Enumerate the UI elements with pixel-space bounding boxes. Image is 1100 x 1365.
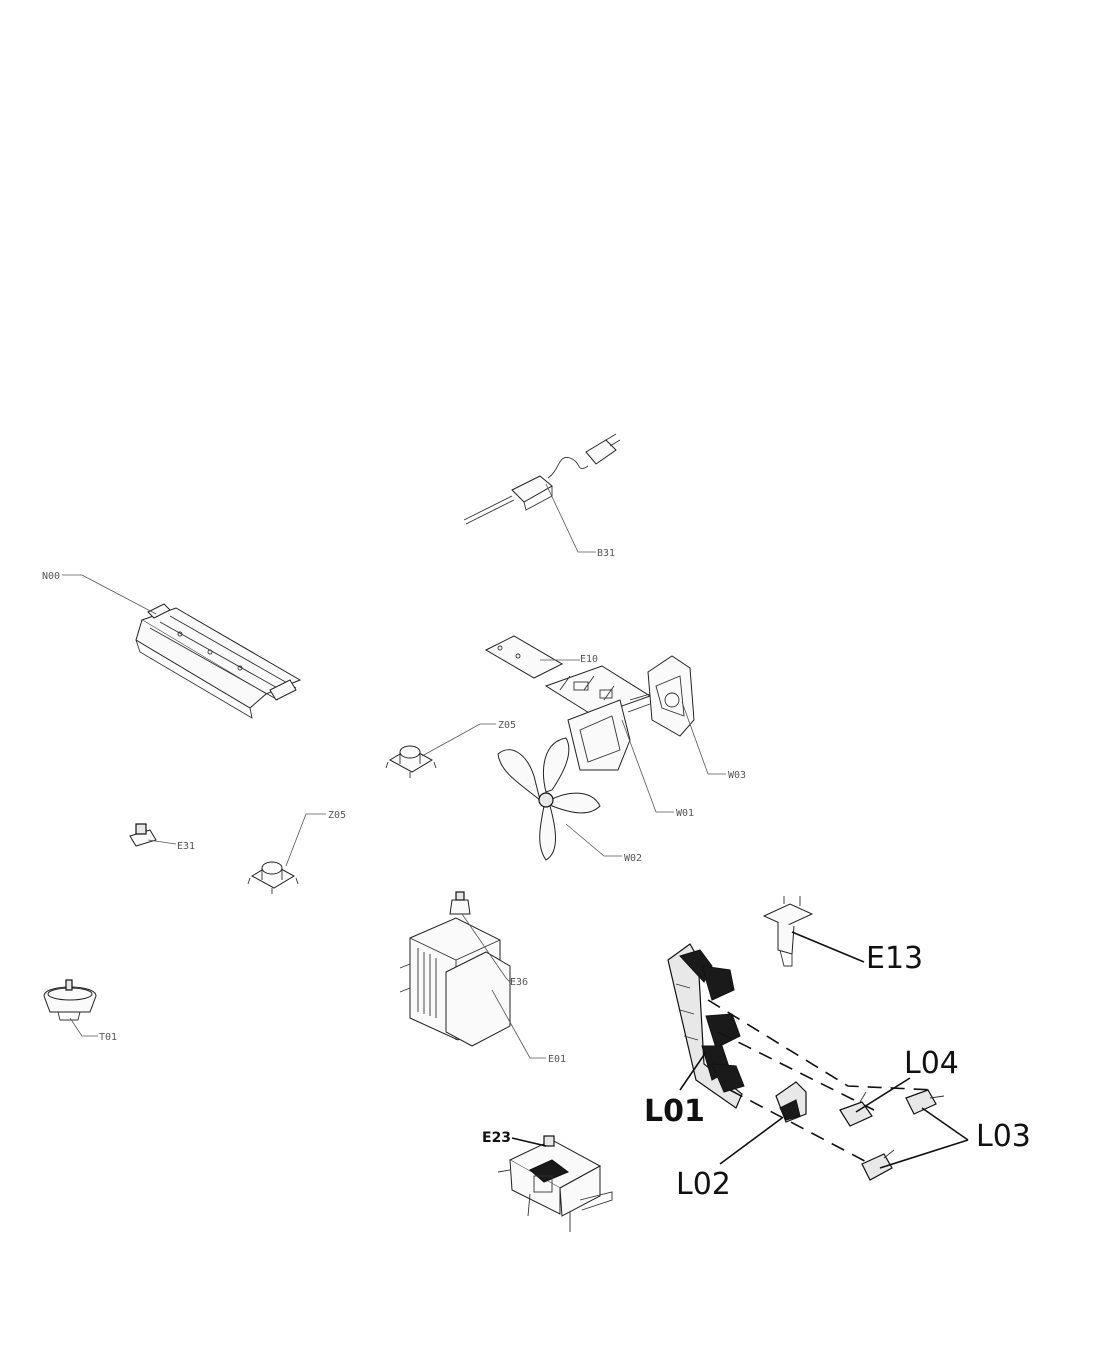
- holder-part-lower: [247, 861, 299, 894]
- fan-bracket-part: [544, 665, 652, 771]
- high-voltage-part: [497, 1135, 613, 1232]
- leader-b31: [545, 483, 596, 553]
- label-l01: L01: [644, 1094, 705, 1129]
- assembly-line-top: [707, 999, 935, 1091]
- leader-z05-lower: [285, 813, 326, 867]
- label-l02: L02: [676, 1167, 731, 1202]
- leader-e31: [147, 839, 177, 845]
- label-z05-upper: Z05: [498, 720, 516, 731]
- label-w02: W02: [624, 853, 642, 864]
- lamp-part: [762, 896, 814, 967]
- duct-cover-part: [627, 655, 695, 737]
- label-e13: E13: [866, 941, 923, 976]
- leader-e01: [491, 989, 546, 1059]
- leader-z05-upper: [421, 723, 496, 757]
- leader-n00: [62, 574, 157, 615]
- switch-l04-part: [839, 1091, 873, 1127]
- latch-board-part: [667, 943, 745, 1109]
- label-e23: E23: [482, 1130, 511, 1146]
- leader-l03-lower: [879, 1139, 969, 1169]
- power-cord-part: [463, 433, 621, 525]
- magnetron-part: [399, 917, 511, 1047]
- leader-w03: [681, 701, 726, 775]
- label-b31: B31: [597, 548, 615, 559]
- control-board-part: [484, 635, 564, 679]
- switch-l03-upper-part: [905, 1089, 945, 1115]
- leader-l02: [719, 1117, 783, 1165]
- assembly-line-bottom: [729, 1089, 879, 1169]
- leader-w01: [621, 719, 674, 813]
- label-n00: N00: [42, 571, 60, 582]
- leader-e36: [461, 913, 511, 983]
- assembly-line-mid: [717, 1031, 875, 1111]
- thermal-cutoff-part: [449, 891, 471, 915]
- label-w03: W03: [728, 770, 746, 781]
- fan-blade-part: [497, 737, 601, 861]
- turntable-motor-part: [43, 979, 97, 1021]
- label-l04: L04: [904, 1046, 959, 1081]
- label-e10: E10: [580, 654, 598, 665]
- thermostat-part: [129, 823, 157, 847]
- label-e36: E36: [510, 977, 528, 988]
- label-e01: E01: [548, 1054, 566, 1065]
- leader-e13: [791, 931, 865, 963]
- leader-e23: [511, 1137, 547, 1147]
- waveguide-part: [135, 603, 302, 719]
- switch-l03-lower-part: [861, 1149, 895, 1181]
- label-t01: T01: [99, 1032, 117, 1043]
- leader-t01: [69, 1017, 98, 1037]
- label-l03: L03: [976, 1119, 1031, 1154]
- label-z05-lower: Z05: [328, 810, 346, 821]
- leader-w02: [565, 823, 622, 857]
- label-w01: W01: [676, 808, 694, 819]
- label-e31: E31: [177, 841, 195, 852]
- holder-part-upper: [385, 745, 437, 778]
- switch-l02-part: [775, 1081, 807, 1123]
- leader-l04: [855, 1077, 911, 1113]
- leader-l01: [679, 1051, 707, 1091]
- leader-l03-upper: [921, 1107, 969, 1141]
